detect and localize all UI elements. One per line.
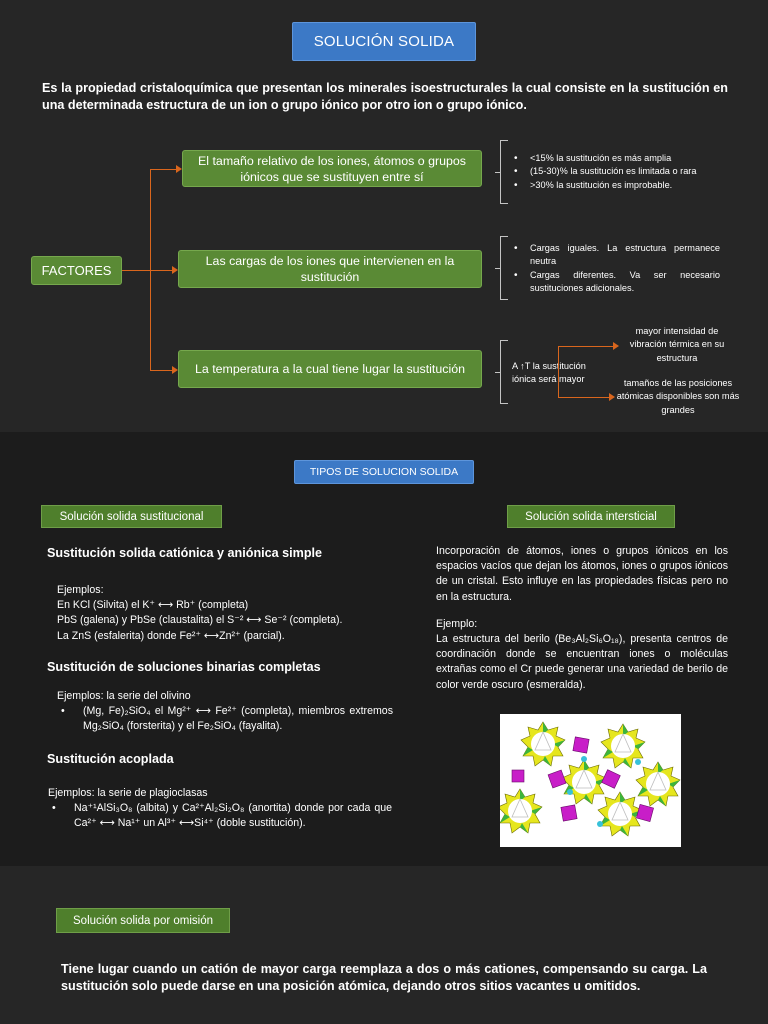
omision-label: Solución solida por omisión <box>56 908 230 933</box>
arrow-3 <box>172 366 178 374</box>
beryl-structure-image <box>497 714 681 847</box>
brace-2 <box>495 236 508 300</box>
sec1-line: PbS (galena) y PbSe (claustalita) el S⁻²… <box>57 614 343 627</box>
tipos-title: TIPOS DE SOLUCION SOLIDA <box>294 460 474 484</box>
note-item: <15% la sustitución es más amplia <box>512 152 722 166</box>
connector-vertical <box>150 169 151 370</box>
temperature-note: A ↑T la sustitución iónica será mayor <box>512 361 586 385</box>
sec1-body: Ejemplos: En KCl (Silvita) el K⁺ ⟷ Rb⁺ (… <box>57 583 397 644</box>
sustitucional-label: Solución solida sustitucional <box>41 505 222 528</box>
intersticial-ejemplo-text: La estructura del berilo (Be₃Al₂Si₆O₁₈),… <box>436 633 728 691</box>
intersticial-paragraph: Incorporación de átomos, iones o grupos … <box>436 545 728 603</box>
brace-1 <box>495 140 508 204</box>
arrow-temp-lower <box>609 393 615 401</box>
bottom-panel <box>0 866 768 1024</box>
sec2-list: (Mg, Fe)₂SiO₄ el Mg²⁺ ⟷ Fe²⁺ (completa),… <box>57 704 393 734</box>
intersticial-label: Solución solida intersticial <box>507 505 675 528</box>
charge-notes: Cargas iguales. La estructura permanece … <box>512 242 720 296</box>
omision-text: Tiene lugar cuando un catión de mayor ca… <box>61 962 707 993</box>
sec3-item: Na⁺¹AlSi₃O₈ (albita) y Ca²⁺Al₂Si₂O₈ (ano… <box>48 801 392 831</box>
sec3-ejemplos: Ejemplos: la serie de plagioclasas <box>48 787 208 799</box>
sec3-heading: Sustitución acoplada <box>47 752 174 766</box>
size-notes: <15% la sustitución es más amplia (15-30… <box>512 152 722 193</box>
connector-branch-2 <box>150 270 172 271</box>
temp-lower-note: tamaños de las posiciones atómicas dispo… <box>616 378 740 415</box>
arrow-1 <box>176 165 182 173</box>
factor-charge-box: Las cargas de los iones que intervienen … <box>178 250 482 288</box>
sec1-line: En KCl (Silvita) el K⁺ ⟷ Rb⁺ (completa) <box>57 599 249 612</box>
temp-upper-note: mayor intensidad de vibración térmica en… <box>629 326 725 363</box>
sec2-ejemplos: Ejemplos: la serie del olivino <box>57 690 191 702</box>
temp-connector-vertical <box>558 346 559 398</box>
note-item: >30% la sustitución es improbable. <box>512 179 722 193</box>
note-item: (15-30)% la sustitución es limitada o ra… <box>512 165 722 179</box>
factores-box: FACTORES <box>31 256 122 285</box>
intro-paragraph: Es la propiedad cristaloquímica que pres… <box>42 81 728 112</box>
arrow-temp-upper <box>613 342 619 350</box>
arrow-2 <box>172 266 178 274</box>
factor-size-box: El tamaño relativo de los iones, átomos … <box>182 150 482 187</box>
temp-connector-lower <box>558 397 610 398</box>
sec2-item: (Mg, Fe)₂SiO₄ el Mg²⁺ ⟷ Fe²⁺ (completa),… <box>57 704 393 734</box>
intersticial-ejemplo-label: Ejemplo: <box>436 618 478 630</box>
sec3-body: Ejemplos: la serie de plagioclasas Na⁺¹A… <box>48 786 392 832</box>
sec3-list: Na⁺¹AlSi₃O₈ (albita) y Ca²⁺Al₂Si₂O₈ (ano… <box>48 801 392 831</box>
beryl-structure-svg <box>497 721 681 837</box>
temp-connector-upper <box>558 346 614 347</box>
connector-stem <box>122 270 150 271</box>
note-item: Cargas iguales. La estructura permanece … <box>512 242 720 269</box>
sec2-body: Ejemplos: la serie del olivino (Mg, Fe)₂… <box>57 689 393 735</box>
sec1-heading: Sustitución solida catiónica y aniónica … <box>47 546 323 560</box>
brace-3 <box>495 340 508 404</box>
sec1-line: La ZnS (esfalerita) donde Fe²⁺ ⟷Zn²⁺ (pa… <box>57 629 285 642</box>
factor-temperature-box: La temperatura a la cual tiene lugar la … <box>178 350 482 388</box>
sec2-heading: Sustitución de soluciones binarias compl… <box>47 660 321 674</box>
note-item: Cargas diferentes. Va ser necesario sust… <box>512 269 720 296</box>
connector-branch-3 <box>150 370 172 371</box>
connector-branch-1 <box>150 169 176 170</box>
page-title: SOLUCIÓN SOLIDA <box>292 22 476 61</box>
sec1-ejemplos: Ejemplos: <box>57 584 104 596</box>
